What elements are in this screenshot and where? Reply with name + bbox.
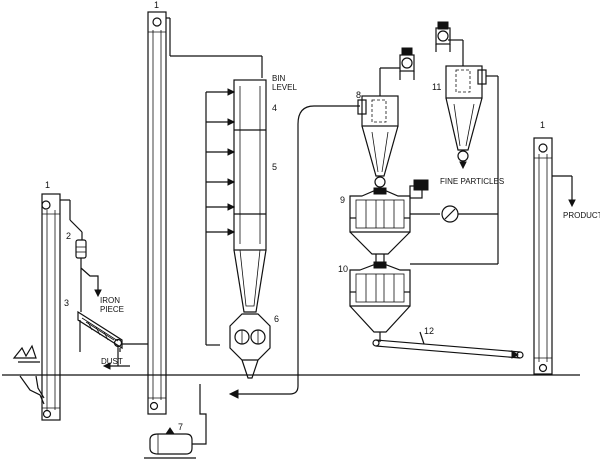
callout-5: 5: [272, 162, 277, 172]
label-iron-piece-line1: IRON: [100, 296, 120, 305]
storage-bins: [233, 79, 267, 313]
callout-9: 9: [340, 195, 345, 205]
cooler-upper: [349, 179, 429, 262]
callout-8: 8: [356, 90, 361, 100]
magnetic-separator: [75, 239, 102, 298]
vibrating-screen: [77, 310, 130, 370]
label-bin-level-line1: BIN: [272, 74, 286, 83]
callout-6: 6: [274, 314, 279, 324]
callout-11: 11: [432, 82, 441, 92]
callout-1-right: 1: [540, 120, 545, 130]
bucket-elevator-left: [41, 193, 71, 421]
callout-3: 3: [64, 298, 69, 308]
callout-7: 7: [178, 422, 183, 432]
fan-blower: [144, 384, 207, 459]
label-product: PRODUCT: [563, 211, 600, 220]
callout-4: 4: [272, 103, 277, 113]
callout-12: 12: [424, 326, 434, 336]
callout-1-left: 1: [45, 180, 50, 190]
bucket-elevator-right: [533, 137, 576, 375]
label-dust: DUST: [101, 357, 123, 366]
label-bin-level-line2: LEVEL: [272, 83, 297, 92]
callout-2: 2: [66, 231, 71, 241]
intake-hopper: [12, 344, 45, 405]
chute-left-top: [69, 219, 83, 233]
callout-1-middle: 1: [154, 0, 159, 10]
label-iron-piece-line2: PIECE: [100, 305, 124, 314]
roller-crusher: [229, 313, 271, 379]
bucket-elevator-middle: [147, 11, 263, 415]
belt-conveyor: [372, 331, 524, 359]
crusher-discharge-arrow: [228, 389, 239, 399]
cooler-air-ducts: [410, 75, 499, 265]
cooler-lower: [349, 261, 411, 342]
bin-level-sensor-lines: [205, 88, 236, 346]
callout-10: 10: [338, 264, 348, 274]
cyclone-separator: [357, 47, 415, 192]
label-fine-particles: FINE PARTICLES: [440, 177, 504, 186]
cyclone-fine-particles: [435, 21, 487, 170]
pneumatic-duct-to-cyclone: [289, 105, 360, 395]
